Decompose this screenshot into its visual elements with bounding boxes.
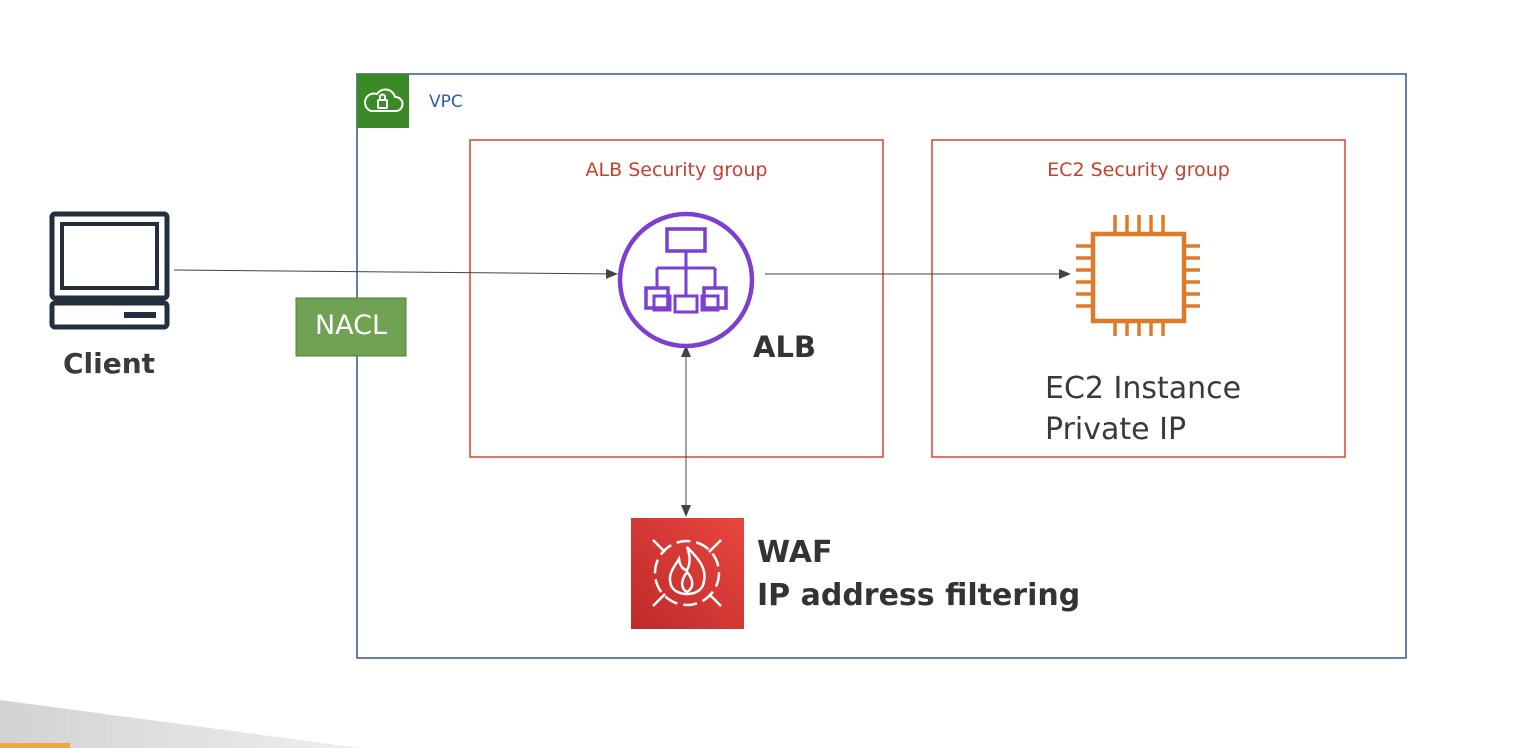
cloud-lock-icon [364,88,404,112]
load-balancer-icon [617,211,755,349]
edge-client-to-alb [173,268,618,279]
waf-description: IP address filtering [757,578,1081,613]
client-label: Client [62,347,156,380]
nacl-box [295,297,407,357]
ec2-security-group-label: EC2 Security group [1047,159,1230,181]
footer-decoration [0,700,360,748]
ec2-instance-label: EC2 Instance Private IP [1045,371,1242,447]
ec2-security-group-box [931,139,1346,458]
alb-label: ALB [753,330,817,364]
alb-security-group-label: ALB Security group [585,159,768,181]
waf-title: WAF [757,535,833,570]
desktop-computer-icon [49,211,170,330]
vpc-badge [357,74,409,128]
alb-security-group-box [469,139,884,458]
firewall-flame-icon [631,518,744,629]
vpc-label: VPC [429,92,463,112]
vpc-boundary [356,73,1407,659]
nacl-label: NACL [314,310,388,341]
chip-icon [1076,215,1200,336]
